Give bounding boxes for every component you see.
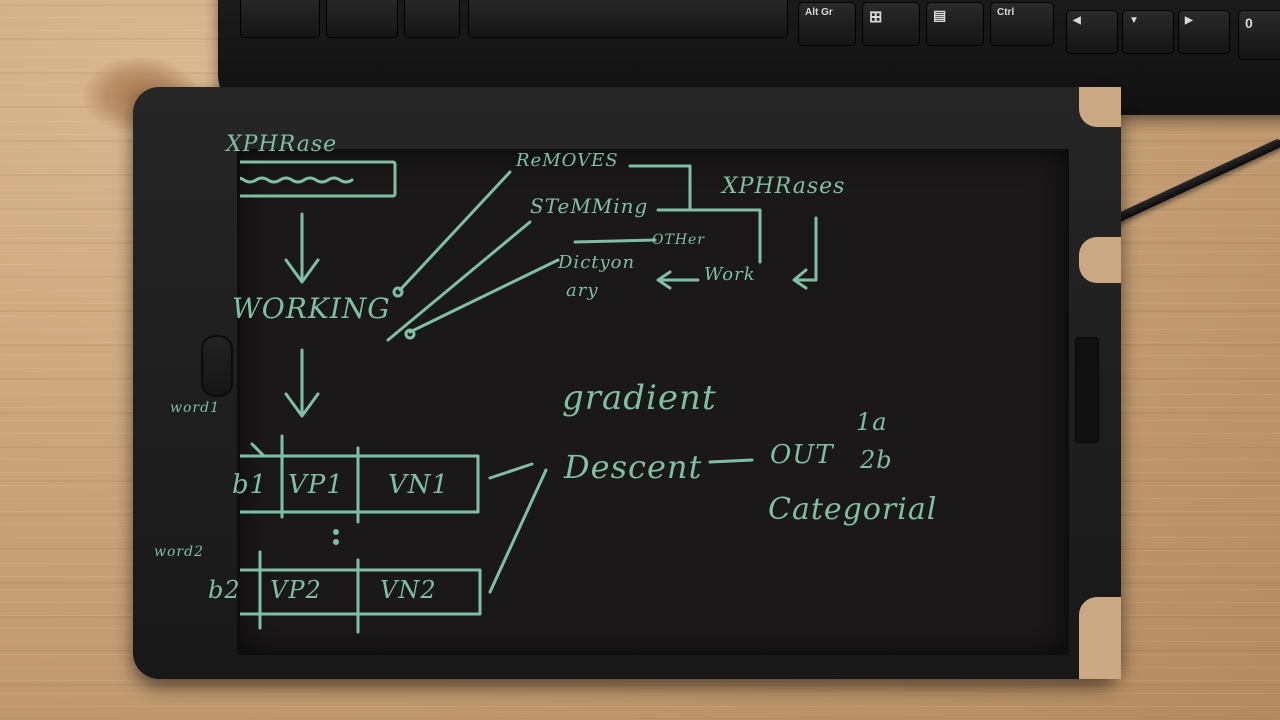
tablet-notch xyxy=(1079,237,1121,283)
ink-strokes xyxy=(240,160,818,634)
working-label: WORKING xyxy=(232,292,391,325)
ctrl-key[interactable]: Ctrl xyxy=(990,2,1054,46)
dictionary-note-line2: ary xyxy=(566,280,599,301)
removes-note: ReMOVES xyxy=(516,150,619,171)
out-label: OUT xyxy=(770,440,834,470)
row2-cell-b2: b2 xyxy=(208,576,241,604)
out-option-1: 1a xyxy=(856,408,888,436)
row2-cell-vp2: VP2 xyxy=(270,576,322,604)
arrow-down-key[interactable]: ▼ xyxy=(1122,10,1174,54)
lock-switch[interactable] xyxy=(1075,337,1099,443)
key[interactable] xyxy=(326,0,398,38)
altgr-key[interactable]: Alt Gr xyxy=(798,2,856,46)
tablet-notch xyxy=(1079,597,1121,679)
descent-note: Descent xyxy=(564,448,703,486)
word1-label: word1 xyxy=(170,400,220,416)
work-note: Work xyxy=(704,264,756,285)
dictionary-note-line1: Dictyon xyxy=(558,252,636,273)
xphrases-note: XPHRases xyxy=(722,174,846,199)
gradient-note: gradient xyxy=(562,378,717,418)
drawing-screen[interactable]: XPHRase ReMOVES XPHRases STeMMing OTHer … xyxy=(154,132,1069,655)
word2-label: word2 xyxy=(154,544,204,560)
key[interactable] xyxy=(404,0,460,38)
out-option-2: 2b xyxy=(860,446,893,474)
erase-button[interactable] xyxy=(201,335,233,397)
spacebar-key[interactable] xyxy=(468,0,788,38)
lcd-writing-tablet: XPHRase ReMOVES XPHRases STeMMing OTHer … xyxy=(133,87,1121,679)
stemming-note: STeMMing xyxy=(530,194,649,218)
tablet-notch xyxy=(1079,87,1121,127)
windows-key[interactable]: ⊞ xyxy=(862,2,920,46)
menu-key[interactable]: ▤ xyxy=(926,2,984,46)
xphrase-heading: XPHRase xyxy=(226,132,338,157)
categorical-note: Categorial xyxy=(768,492,938,527)
row1-cell-vp1: VP1 xyxy=(288,470,344,500)
row1-cell-vn1: VN1 xyxy=(388,470,450,500)
key[interactable] xyxy=(240,0,320,38)
other-note: OTHer xyxy=(652,232,706,248)
row2-cell-vn2: VN2 xyxy=(380,576,437,604)
numpad-zero-key[interactable]: 0 xyxy=(1238,10,1280,60)
arrow-left-key[interactable]: ◀ xyxy=(1066,10,1118,54)
arrow-right-key[interactable]: ▶ xyxy=(1178,10,1230,54)
row1-cell-b1: b1 xyxy=(232,470,268,500)
